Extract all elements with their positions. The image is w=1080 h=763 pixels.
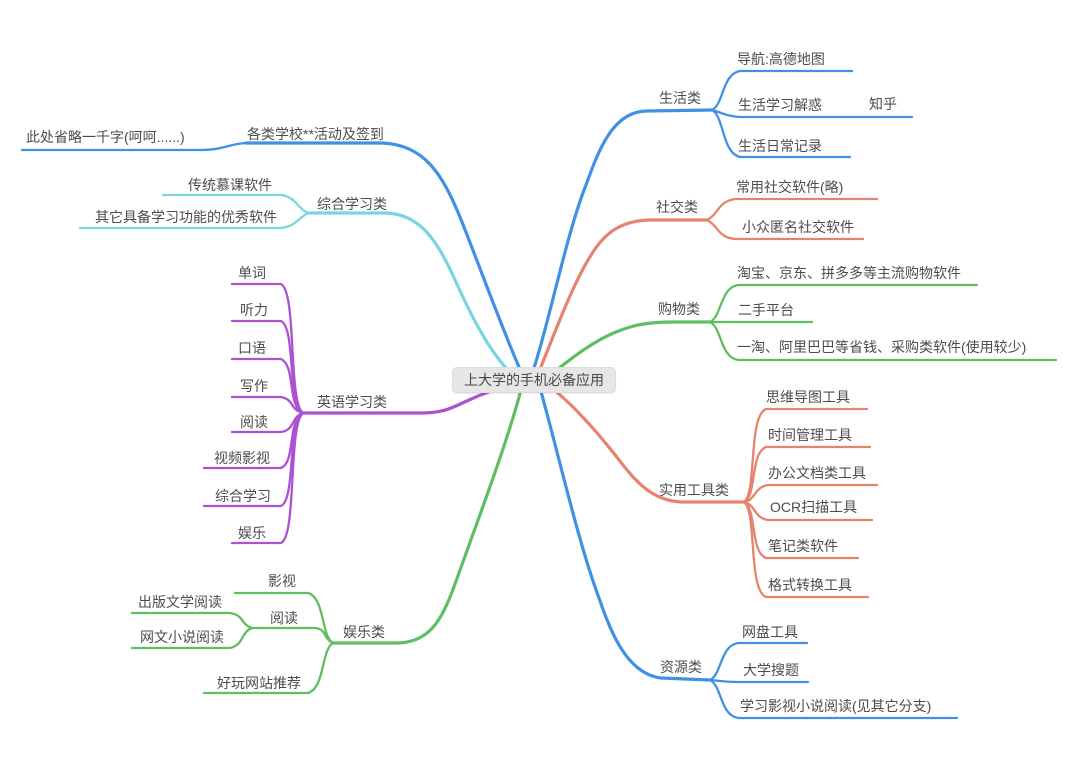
line-web-novels [130, 626, 254, 650]
node-general-learning[interactable]: 综合学习类 [317, 196, 387, 212]
node-life[interactable]: 生活类 [659, 90, 701, 106]
node-reading-en[interactable]: 阅读 [240, 414, 268, 430]
node-movies[interactable]: 影视 [268, 573, 296, 589]
line-listening [230, 319, 305, 415]
line-life [530, 108, 714, 376]
line-entertainment [331, 388, 523, 645]
node-money-saving-shopping[interactable]: 一淘、阿里巴巴等省钱、采购类软件(使用较少) [737, 339, 1027, 355]
node-office-docs[interactable]: 办公文档类工具 [768, 465, 866, 481]
node-other-learning-apps[interactable]: 其它具备学习功能的优秀软件 [95, 209, 277, 225]
node-web-novels[interactable]: 网文小说阅读 [140, 629, 224, 645]
line-study-media-reading [708, 678, 959, 720]
line-general-learning [306, 211, 516, 378]
node-entertainment[interactable]: 娱乐类 [343, 624, 385, 640]
line-entertainment-en [230, 411, 305, 545]
line-common-social [705, 197, 879, 222]
line-utility-tools [547, 384, 746, 504]
node-entertainment-en[interactable]: 娱乐 [238, 525, 266, 541]
line-netdisk-tool [708, 641, 809, 682]
node-life-qa[interactable]: 生活学习解惑 [738, 97, 822, 113]
node-reading-ent[interactable]: 阅读 [270, 610, 298, 626]
node-note-apps[interactable]: 笔记类软件 [768, 538, 838, 554]
line-social [536, 218, 709, 376]
line-daily-record [710, 108, 852, 159]
node-video-media-en[interactable]: 视频影视 [214, 450, 270, 466]
node-resources[interactable]: 资源类 [660, 659, 702, 675]
line-school-activities [244, 141, 524, 376]
line-time-management [742, 445, 872, 504]
line-fun-websites [202, 641, 335, 695]
line-reading-ent [250, 626, 335, 645]
node-mainstream-shopping[interactable]: 淘宝、京东、拼多多等主流购物软件 [737, 265, 961, 281]
line-omit-thousand-words [20, 141, 248, 152]
node-comprehensive-learning[interactable]: 综合学习 [215, 488, 271, 504]
line-mooc-apps [161, 193, 310, 215]
line-words [230, 282, 305, 415]
node-published-literature[interactable]: 出版文学阅读 [138, 594, 222, 610]
node-omit-thousand-words[interactable]: 此处省略一千字(呵呵......) [26, 129, 185, 145]
node-fun-websites[interactable]: 好玩网站推荐 [217, 675, 301, 691]
line-writing [230, 395, 305, 415]
node-school-activities[interactable]: 各类学校**活动及签到 [247, 126, 384, 142]
node-study-media-reading[interactable]: 学习影视小说阅读(见其它分支) [740, 698, 932, 714]
line-mindmap-tool [742, 407, 869, 504]
line-office-docs [742, 483, 879, 504]
node-anonymous-social[interactable]: 小众匿名社交软件 [742, 219, 854, 235]
node-shopping[interactable]: 购物类 [658, 301, 700, 317]
node-speaking[interactable]: 口语 [238, 340, 266, 356]
line-published-literature [130, 611, 254, 630]
node-secondhand-platform[interactable]: 二手平台 [738, 302, 794, 318]
root-topic[interactable]: 上大学的手机必备应用 [452, 367, 616, 393]
node-listening[interactable]: 听力 [240, 302, 268, 318]
node-english-learning[interactable]: 英语学习类 [317, 394, 387, 410]
node-time-management[interactable]: 时间管理工具 [768, 427, 852, 443]
node-mooc-apps[interactable]: 传统慕课软件 [188, 177, 272, 193]
line-question-search [708, 678, 810, 684]
line-other-learning-apps [78, 211, 310, 230]
line-navigation-amap [710, 69, 854, 112]
node-common-social[interactable]: 常用社交软件(略) [736, 179, 844, 195]
node-netdisk-tool[interactable]: 网盘工具 [742, 624, 798, 640]
node-daily-record[interactable]: 生活日常记录 [738, 138, 822, 154]
line-resources [538, 386, 712, 682]
line-speaking [230, 357, 305, 415]
node-format-convert[interactable]: 格式转换工具 [768, 577, 852, 593]
node-words[interactable]: 单词 [238, 265, 266, 281]
node-social[interactable]: 社交类 [656, 199, 698, 215]
node-navigation-amap[interactable]: 导航:高德地图 [737, 51, 825, 67]
line-format-convert [742, 500, 870, 599]
node-zhihu[interactable]: 知乎 [869, 96, 897, 112]
node-ocr-scan[interactable]: OCR扫描工具 [770, 499, 858, 515]
node-question-search[interactable]: 大学搜题 [743, 662, 799, 678]
line-anonymous-social [705, 218, 865, 241]
node-mindmap-tool[interactable]: 思维导图工具 [766, 389, 850, 405]
node-utility-tools[interactable]: 实用工具类 [659, 482, 729, 498]
line-money-saving-shopping [708, 320, 1058, 362]
line-shopping [547, 320, 712, 378]
line-mainstream-shopping [708, 283, 979, 324]
node-writing[interactable]: 写作 [240, 378, 268, 394]
